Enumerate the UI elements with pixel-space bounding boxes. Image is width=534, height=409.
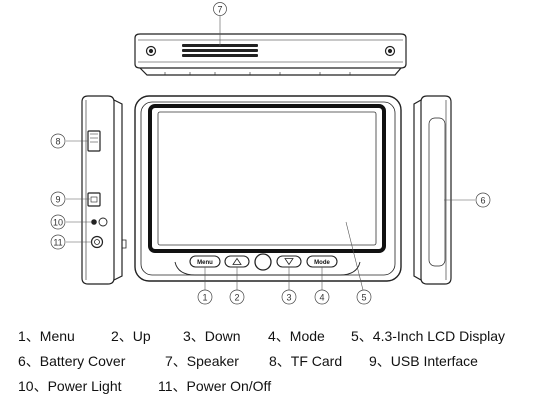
callout-label-6: 6 xyxy=(480,196,485,206)
callout-circle-3 xyxy=(281,289,297,305)
legend-item-down: 3、Down xyxy=(183,328,241,344)
callout-circle-11 xyxy=(50,234,66,250)
callout-label-11: 11 xyxy=(53,238,62,248)
parts-legend: 1、Menu 2、Up 3、Down 4、Mode 5、4.3-Inch LCD… xyxy=(0,320,534,409)
legend-item-speaker: 7、Speaker xyxy=(165,353,239,369)
callout-label-3: 3 xyxy=(286,293,291,303)
callout-circle-1 xyxy=(197,289,213,305)
callout-circle-8 xyxy=(50,133,66,149)
legend-item-usb-interface: 9、USB Interface xyxy=(369,353,478,369)
legend-item-mode: 4、Mode xyxy=(268,328,325,344)
left-side-view xyxy=(81,95,127,285)
top-view xyxy=(134,33,407,76)
callout-label-1: 1 xyxy=(202,293,207,303)
down-button[interactable] xyxy=(276,255,302,268)
callout-label-5: 5 xyxy=(361,293,366,303)
callout-label-2: 2 xyxy=(234,293,239,303)
callout-label-4: 4 xyxy=(319,293,324,303)
center-button[interactable] xyxy=(254,253,272,271)
callout-circle-7 xyxy=(213,2,227,16)
legend-item-menu: 1、Menu xyxy=(18,328,75,344)
callout-label-8: 8 xyxy=(55,137,60,147)
legend-item-power-light: 10、Power Light xyxy=(18,378,122,394)
up-arrow-icon xyxy=(232,257,242,265)
up-button[interactable] xyxy=(224,255,250,268)
callout-circle-6 xyxy=(475,192,491,208)
callout-label-7: 7 xyxy=(217,5,222,15)
callout-label-10: 10 xyxy=(53,218,63,228)
menu-button[interactable]: Menu xyxy=(189,255,221,268)
callout-label-9: 9 xyxy=(55,195,60,205)
mode-button[interactable]: Mode xyxy=(306,255,338,268)
legend-item-tf-card: 8、TF Card xyxy=(269,353,343,369)
callout-circle-4 xyxy=(314,289,330,305)
callout-circle-9 xyxy=(50,191,66,207)
callout-circle-5 xyxy=(356,289,372,305)
legend-item-lcd-display: 5、4.3-Inch LCD Display xyxy=(351,328,506,344)
speaker-grille xyxy=(182,44,258,57)
callout-circle-10 xyxy=(50,214,66,230)
svg-text:Menu: Menu xyxy=(197,260,213,266)
front-view xyxy=(134,95,402,282)
lcd-display xyxy=(148,104,386,253)
svg-text:Mode: Mode xyxy=(314,260,330,266)
device-diagram: 7 8 9 10 11 xyxy=(50,2,491,305)
callout-circle-2 xyxy=(229,289,245,305)
legend-item-power-on-off: 11、Power On/Off xyxy=(158,378,272,394)
down-arrow-icon xyxy=(284,258,294,266)
right-side-view xyxy=(413,95,452,285)
legend-item-battery-cover: 6、Battery Cover xyxy=(18,353,126,369)
legend-item-up: 2、Up xyxy=(111,328,151,344)
